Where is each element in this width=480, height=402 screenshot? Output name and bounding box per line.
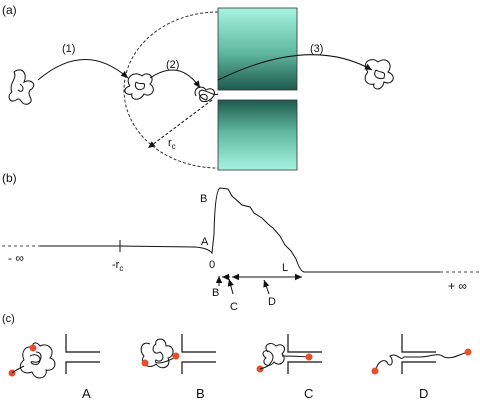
panel-b: (b) B A 0 L - ∞ -rc + ∞ B C D xyxy=(2,171,480,313)
polymer-coil-at-pore xyxy=(194,86,219,103)
stage-A: A xyxy=(8,334,100,401)
step-3-arrow xyxy=(217,54,373,81)
pore-wall-top xyxy=(401,334,436,353)
point-B-label: B xyxy=(200,193,207,205)
panel-b-label: (b) xyxy=(2,171,17,185)
neg-rc-label: -rc xyxy=(112,259,123,273)
polymer-coil-exit xyxy=(364,59,394,90)
polymer-end-bead xyxy=(141,359,149,367)
stage-A-label: A xyxy=(82,386,91,401)
arrow-D-label: D xyxy=(268,296,276,308)
polymer-end-bead xyxy=(29,344,37,352)
pore-wall-bottom xyxy=(401,361,436,374)
panel-c-label: (c) xyxy=(2,313,15,325)
polymer-tail xyxy=(259,365,269,370)
membrane-top-block xyxy=(217,7,298,91)
step-2-arrow xyxy=(149,69,201,89)
polymer-coil xyxy=(19,342,56,379)
pore-wall-bottom xyxy=(65,361,100,374)
stage-D: D xyxy=(371,334,472,401)
radius-arrow xyxy=(147,99,213,149)
pore-wall-top xyxy=(287,334,322,353)
panel-a-label: (a) xyxy=(2,3,17,17)
energy-profile xyxy=(119,187,440,273)
arrow-C-pointer xyxy=(227,278,234,295)
polymer-coil-approach xyxy=(124,73,154,100)
pore-wall-bottom xyxy=(287,361,322,374)
pore-wall-bottom xyxy=(181,361,216,374)
stage-C-label: C xyxy=(304,386,313,401)
polymer-coil-start xyxy=(8,69,35,105)
point-L-label: L xyxy=(282,262,288,274)
step-1-label: (1) xyxy=(62,43,75,55)
polymer-chain xyxy=(375,351,469,371)
arrow-C-label: C xyxy=(230,301,238,313)
pore-wall-top xyxy=(65,334,100,353)
pos-infinity-label: + ∞ xyxy=(448,279,467,293)
step-2-label: (2) xyxy=(166,59,179,71)
panel-a: (a) (1) (2) (3) rc xyxy=(2,3,394,171)
polymer-tail xyxy=(11,365,25,374)
stage-D-label: D xyxy=(419,386,428,401)
capture-radius-arc xyxy=(123,11,219,169)
stage-B-label: B xyxy=(196,386,205,401)
polymer-coil xyxy=(262,343,309,367)
arrow-D-pointer xyxy=(263,279,270,295)
radius-label: rc xyxy=(168,137,176,151)
polymer-end-bead xyxy=(464,348,472,356)
stage-B: B xyxy=(140,334,216,401)
membrane-bottom-block xyxy=(217,99,298,171)
polymer-end-bead xyxy=(305,353,313,361)
stage-C: C xyxy=(256,334,322,401)
neg-infinity-label: - ∞ xyxy=(8,251,24,265)
panel-c: (c) A B C xyxy=(2,313,472,401)
pore-wall-top xyxy=(181,334,216,353)
zero-label: 0 xyxy=(209,259,215,271)
point-A-label: A xyxy=(201,236,209,248)
step-3-label: (3) xyxy=(310,43,323,55)
arrow-B-label: B xyxy=(212,287,219,299)
step-1-arrow xyxy=(37,59,129,81)
polymer-end-bead xyxy=(172,352,180,360)
polymer-end-bead xyxy=(371,367,379,375)
